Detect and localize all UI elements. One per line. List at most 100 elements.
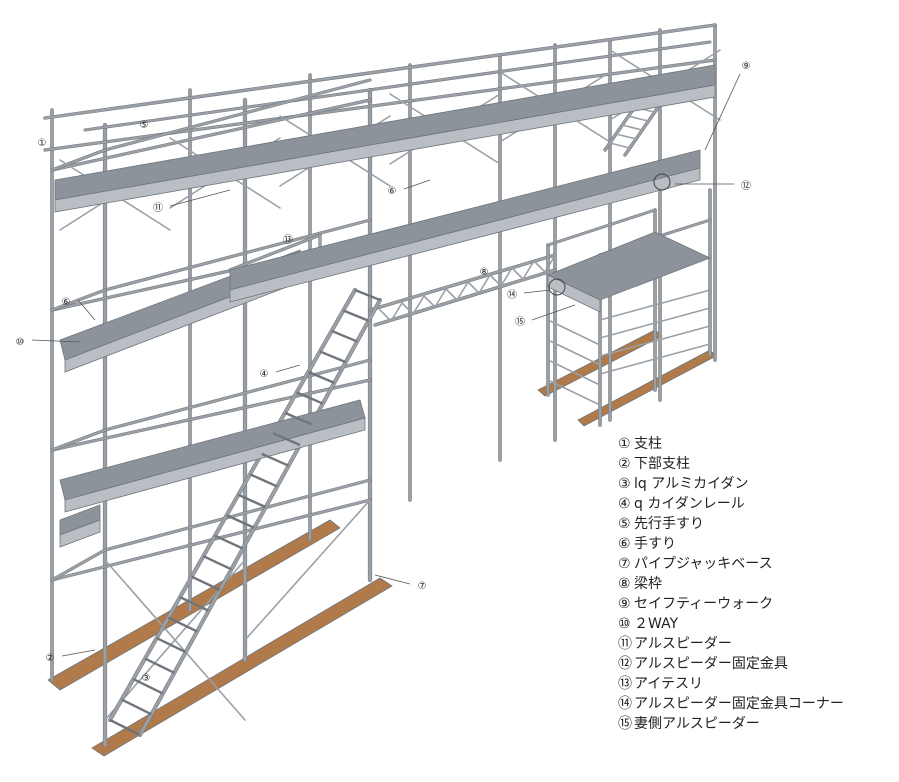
walkway-decks: [54, 64, 716, 548]
stair-tread: [331, 329, 358, 343]
beam-truss: [533, 260, 546, 273]
callout-number: ⑪: [153, 202, 163, 214]
stair-tread: [307, 370, 335, 384]
stair-tread: [214, 534, 244, 550]
callout-number: ⑧: [480, 267, 489, 278]
brace: [599, 307, 711, 339]
base-boards: [47, 329, 717, 757]
stair-tread: [167, 616, 198, 633]
callout-leader: [374, 574, 411, 585]
legend-number: ⑬: [618, 676, 632, 692]
callout-leader: [403, 179, 431, 190]
legend-label: 妻側アルスピーダー: [634, 716, 760, 732]
brace: [547, 339, 601, 366]
base-board: [91, 577, 393, 757]
callout-number: ②: [46, 653, 55, 664]
stair-tread: [226, 514, 255, 529]
legend-label: 先行手すり: [634, 516, 704, 532]
ledger: [103, 358, 372, 432]
legend-number: ⑤: [618, 516, 631, 532]
stair-tread: [109, 718, 141, 737]
callout-leader: [61, 649, 96, 657]
detail-marker: [653, 173, 671, 191]
ledger: [103, 78, 372, 152]
brace: [547, 379, 601, 406]
beam-truss: [379, 309, 392, 322]
stair-stringer: [138, 298, 382, 737]
stair-handrail: [228, 233, 322, 272]
brace: [547, 319, 601, 346]
beam-frame: [373, 268, 557, 327]
stair-tread: [191, 575, 221, 592]
stair-tread: [284, 411, 312, 426]
callout-number: ⑨: [742, 61, 751, 72]
legend-label: 支柱: [634, 436, 662, 452]
legend-number: ⑭: [618, 696, 632, 712]
beam-truss: [412, 295, 425, 315]
ledger: [50, 548, 107, 582]
callout-number: ⑬: [283, 234, 293, 246]
beam-truss: [489, 274, 502, 287]
legend-label: ２WAY: [634, 616, 679, 632]
deck-edge: [59, 519, 101, 548]
ledger: [50, 378, 372, 452]
callout-number: ③: [142, 673, 151, 684]
callout-number: ⑮: [515, 316, 525, 328]
legend-number: ⑨: [618, 596, 631, 612]
stair-tread: [237, 493, 267, 509]
stair-tread: [342, 309, 370, 322]
callout-number: ①: [38, 138, 47, 149]
callout-leader: [77, 299, 96, 321]
stair-tread: [627, 115, 649, 122]
legend-label: アイテスリ: [634, 676, 704, 692]
deck-edge: [229, 167, 701, 303]
callout-leader: [31, 339, 81, 343]
beam-truss: [445, 288, 458, 301]
callout-leader: [169, 189, 231, 207]
stair-tread: [609, 142, 631, 149]
callout-number: ⑩: [16, 337, 25, 348]
stair-tread: [202, 555, 232, 571]
legend-label: アルスピーダー: [634, 636, 732, 652]
brace: [599, 343, 711, 375]
stair-stringer: [108, 288, 357, 722]
stair-tread: [179, 596, 210, 612]
beam-truss: [522, 260, 535, 280]
beam-truss: [401, 302, 414, 315]
ledger: [50, 148, 107, 172]
legend-label: パイプジャッキベース: [634, 556, 773, 572]
handrail: [547, 209, 656, 246]
callout-leader: [523, 289, 551, 294]
stair-tread: [144, 657, 175, 674]
legend-label: アルスピーダー固定金具コーナー: [634, 696, 844, 712]
callout-number: ④: [260, 369, 269, 380]
legend-number: ⑪: [618, 636, 632, 652]
callout-number: ⑭: [507, 289, 517, 301]
stair-tread: [621, 124, 643, 131]
beam-truss: [478, 274, 491, 294]
beam-frame: [368, 253, 557, 312]
callout-number: ⑫: [741, 180, 751, 192]
legend-number: ⑫: [618, 656, 632, 672]
beam-truss: [456, 281, 469, 301]
stair-tread: [296, 391, 324, 405]
legend-label: q カイダンレール: [634, 496, 745, 512]
legend-number: ①: [618, 436, 631, 452]
legend-label: 梁枠: [634, 576, 662, 592]
